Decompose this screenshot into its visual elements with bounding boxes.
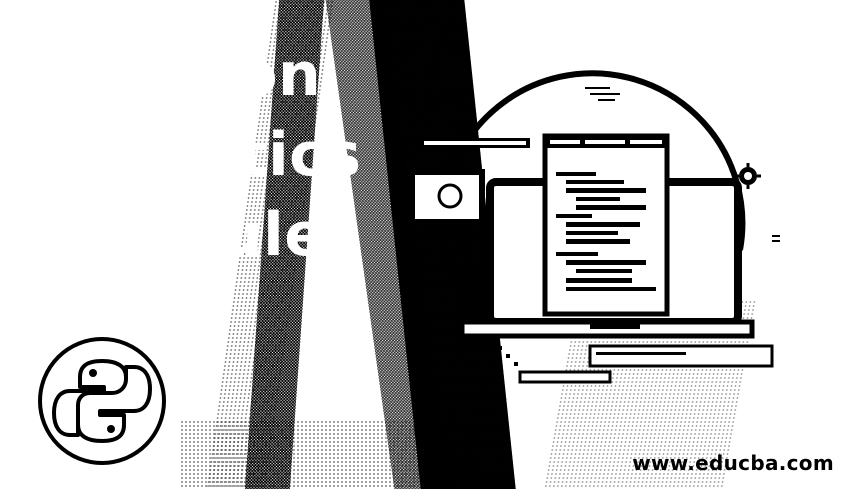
decor-marks — [585, 87, 780, 242]
code-window-icon — [542, 133, 670, 317]
title-line-2: Statistics — [38, 120, 362, 190]
texture-band-bottom — [180, 420, 480, 489]
tablet-icon — [518, 344, 774, 384]
python-logo-icon — [38, 337, 166, 465]
dot-accents — [462, 276, 518, 366]
monitor-icon — [409, 169, 485, 239]
title-line-3: Module — [74, 200, 326, 270]
watermark-url: www.educba.com — [632, 451, 834, 475]
title-line-1: Python — [78, 40, 322, 110]
gear-icon — [735, 163, 761, 189]
